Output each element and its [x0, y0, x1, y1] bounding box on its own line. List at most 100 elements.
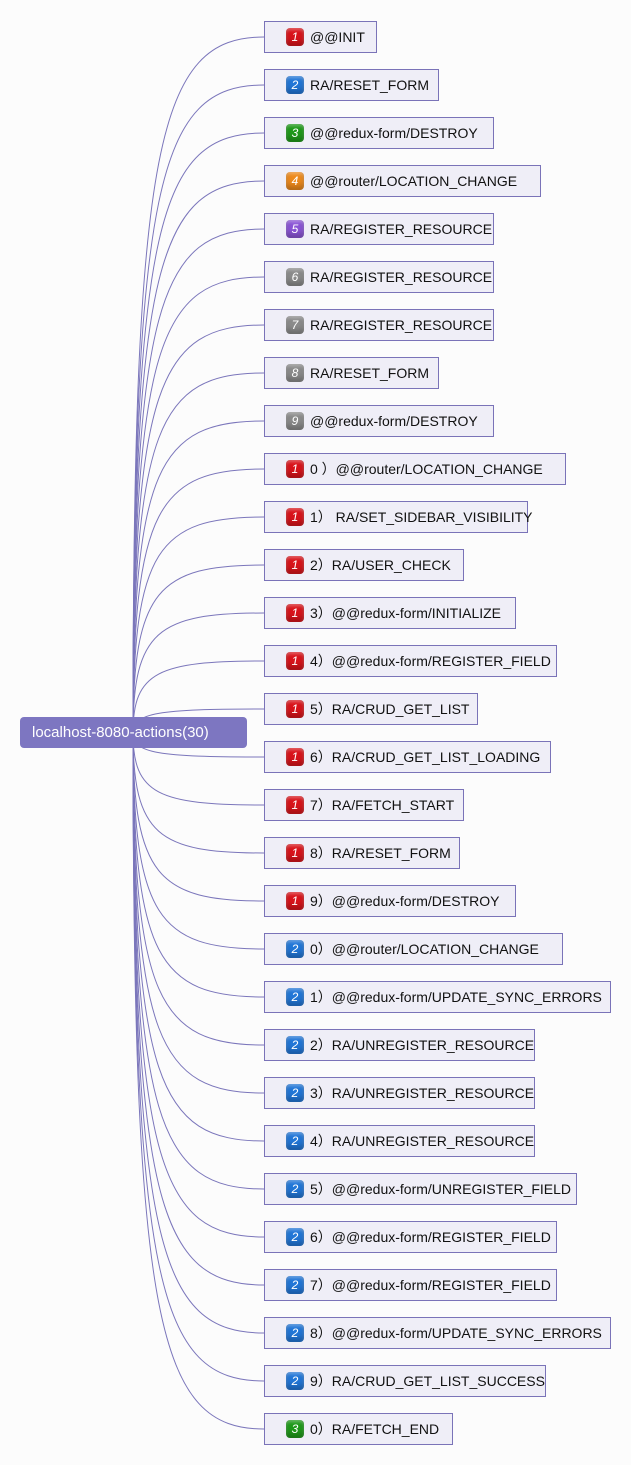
connector-line: [132, 732, 265, 1430]
action-node[interactable]: 7 RA/REGISTER_RESOURCE: [264, 309, 494, 341]
priority-badge-icon: 1: [286, 892, 304, 910]
priority-badge-icon: 5: [286, 220, 304, 238]
action-node[interactable]: 2 3）RA/UNREGISTER_RESOURCE: [264, 1077, 535, 1109]
action-label: 6）RA/CRUD_GET_LIST_LOADING: [310, 749, 541, 765]
connector-line: [132, 228, 265, 734]
priority-badge-icon: 1: [286, 796, 304, 814]
priority-badge-icon: 6: [286, 268, 304, 286]
action-node[interactable]: 1 0 ）@@router/LOCATION_CHANGE: [264, 453, 566, 485]
priority-badge-icon: 2: [286, 1132, 304, 1150]
priority-badge-icon: 3: [286, 124, 304, 142]
priority-badge-icon: 1: [286, 748, 304, 766]
action-node[interactable]: 1 @@INIT: [264, 21, 377, 53]
priority-badge-icon: 2: [286, 1372, 304, 1390]
connector-line: [132, 732, 265, 1094]
priority-badge-icon: 2: [286, 1036, 304, 1054]
action-label: 2）RA/UNREGISTER_RESOURCE: [310, 1037, 535, 1053]
connector-line: [132, 372, 265, 734]
priority-badge-icon: 2: [286, 1180, 304, 1198]
action-node[interactable]: 1 5）RA/CRUD_GET_LIST: [264, 693, 478, 725]
action-node[interactable]: 1 2）RA/USER_CHECK: [264, 549, 464, 581]
priority-badge-icon: 2: [286, 1276, 304, 1294]
priority-badge-icon: 9: [286, 412, 304, 430]
priority-badge-icon: 2: [286, 988, 304, 1006]
action-node[interactable]: 2 0）@@router/LOCATION_CHANGE: [264, 933, 563, 965]
priority-badge-icon: 2: [286, 1084, 304, 1102]
connector-line: [132, 324, 265, 734]
connector-line: [132, 732, 265, 1046]
root-node[interactable]: localhost-8080-actions(30): [20, 717, 247, 748]
action-node[interactable]: 5 RA/REGISTER_RESOURCE: [264, 213, 494, 245]
action-label: 3）RA/UNREGISTER_RESOURCE: [310, 1085, 535, 1101]
action-label: 0）@@router/LOCATION_CHANGE: [310, 941, 539, 957]
connector-line: [132, 564, 265, 734]
action-node[interactable]: 1 8）RA/RESET_FORM: [264, 837, 460, 869]
action-label: 7）@@redux-form/REGISTER_FIELD: [310, 1277, 551, 1293]
action-node[interactable]: 1 9）@@redux-form/DESTROY: [264, 885, 516, 917]
action-node[interactable]: 1 7）RA/FETCH_START: [264, 789, 464, 821]
action-label: 0 ）@@router/LOCATION_CHANGE: [310, 461, 543, 477]
action-node[interactable]: 1 3）@@redux-form/INITIALIZE: [264, 597, 516, 629]
connector-line: [132, 660, 265, 734]
action-label: RA/RESET_FORM: [310, 77, 430, 93]
action-label: 4）@@redux-form/REGISTER_FIELD: [310, 653, 551, 669]
action-node[interactable]: 2 5）@@redux-form/UNREGISTER_FIELD: [264, 1173, 577, 1205]
connector-line: [132, 732, 265, 902]
action-label: RA/REGISTER_RESOURCE: [310, 317, 493, 333]
action-node[interactable]: 2 9）RA/CRUD_GET_LIST_SUCCESS: [264, 1365, 546, 1397]
action-label: 2）RA/USER_CHECK: [310, 557, 451, 573]
priority-badge-icon: 2: [286, 76, 304, 94]
action-label: 7）RA/FETCH_START: [310, 797, 455, 813]
connector-line: [132, 732, 265, 998]
action-label: 8）RA/RESET_FORM: [310, 845, 451, 861]
priority-badge-icon: 1: [286, 556, 304, 574]
action-label: 5）RA/CRUD_GET_LIST: [310, 701, 470, 717]
priority-badge-icon: 1: [286, 700, 304, 718]
connector-line: [132, 516, 265, 734]
priority-badge-icon: 1: [286, 28, 304, 46]
action-node[interactable]: 4 @@router/LOCATION_CHANGE: [264, 165, 541, 197]
connector-line: [132, 612, 265, 734]
priority-badge-icon: 1: [286, 460, 304, 478]
action-label: 3）@@redux-form/INITIALIZE: [310, 605, 502, 621]
connector-line: [132, 732, 265, 854]
priority-badge-icon: 4: [286, 172, 304, 190]
priority-badge-icon: 1: [286, 604, 304, 622]
connector-line: [132, 732, 265, 1238]
action-label: 5）@@redux-form/UNREGISTER_FIELD: [310, 1181, 572, 1197]
priority-badge-icon: 7: [286, 316, 304, 334]
priority-badge-icon: 2: [286, 940, 304, 958]
action-label: @@redux-form/DESTROY: [310, 125, 478, 141]
connector-line: [132, 732, 265, 950]
action-node[interactable]: 2 2）RA/UNREGISTER_RESOURCE: [264, 1029, 535, 1061]
action-label: 9）RA/CRUD_GET_LIST_SUCCESS: [310, 1373, 545, 1389]
action-label: 1） RA/SET_SIDEBAR_VISIBILITY: [310, 509, 533, 525]
connector-line: [132, 420, 265, 734]
action-label: @@redux-form/DESTROY: [310, 413, 478, 429]
priority-badge-icon: 1: [286, 844, 304, 862]
action-label: @@router/LOCATION_CHANGE: [310, 173, 518, 189]
action-label: @@INIT: [310, 29, 365, 45]
priority-badge-icon: 8: [286, 364, 304, 382]
action-label: 4）RA/UNREGISTER_RESOURCE: [310, 1133, 535, 1149]
action-node[interactable]: 2 4）RA/UNREGISTER_RESOURCE: [264, 1125, 535, 1157]
action-node[interactable]: 1 1） RA/SET_SIDEBAR_VISIBILITY: [264, 501, 533, 533]
action-node[interactable]: 3 @@redux-form/DESTROY: [264, 117, 494, 149]
action-node[interactable]: 9 @@redux-form/DESTROY: [264, 405, 494, 437]
action-node[interactable]: 2 RA/RESET_FORM: [264, 69, 439, 101]
priority-badge-icon: 3: [286, 1420, 304, 1438]
action-label: RA/REGISTER_RESOURCE: [310, 221, 493, 237]
connector-line: [132, 732, 265, 806]
priority-badge-icon: 1: [286, 508, 304, 526]
action-node[interactable]: 1 6）RA/CRUD_GET_LIST_LOADING: [264, 741, 551, 773]
action-label: 9）@@redux-form/DESTROY: [310, 893, 500, 909]
action-node[interactable]: 2 7）@@redux-form/REGISTER_FIELD: [264, 1269, 557, 1301]
